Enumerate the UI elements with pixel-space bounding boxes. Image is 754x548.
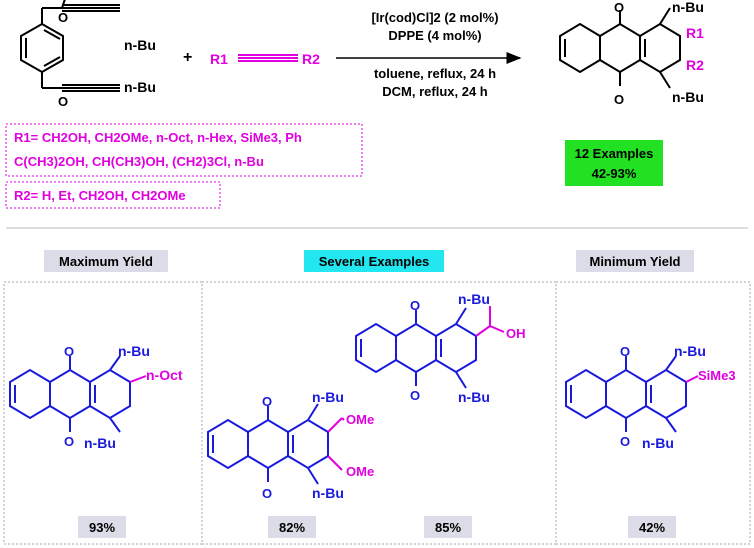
min-label: Minimum Yield	[589, 254, 680, 269]
yield-2: 82%	[279, 520, 305, 535]
product-anthraquinone	[559, 7, 681, 89]
noct-bond	[129, 375, 147, 383]
diyne-oxygen-bottom: O	[58, 94, 68, 109]
conditions-line2: DPPE (4 mol%)	[388, 28, 481, 43]
ome-label-bottom: OMe	[346, 464, 374, 479]
alkyne-r1: R1	[210, 51, 228, 67]
sime3-nbu-bottom: n-Bu	[642, 435, 674, 451]
ome-label-top: OMe	[346, 412, 374, 427]
max-label-bg	[44, 250, 168, 272]
r1-line1: R1= CH2OH, CH2OMe, n-Oct, n-Hex, SiMe3, …	[14, 130, 302, 145]
sime3-oxygen-top: O	[620, 344, 630, 359]
product-r2: R2	[686, 57, 704, 73]
examples-box	[565, 140, 663, 186]
several-label-bg	[304, 250, 444, 272]
structure-noct	[9, 355, 131, 433]
ome-oxygen-top: O	[262, 394, 272, 409]
examples-count: 12 Examples	[575, 146, 654, 161]
max-label: Maximum Yield	[59, 254, 153, 269]
alkyne-reactant	[238, 54, 298, 62]
noct-sub: n-Oct	[146, 367, 183, 383]
diyne-reactant	[20, 0, 120, 92]
oh-oxygen-top: O	[410, 298, 420, 313]
sime3-oxygen-bottom: O	[620, 434, 630, 449]
yield-badge-4	[628, 516, 676, 538]
ome-oxygen-bottom: O	[262, 486, 272, 501]
panel-min	[555, 281, 751, 545]
product-oxygen-bottom: O	[614, 92, 624, 107]
yield-badge-3	[424, 516, 472, 538]
r1-line2: C(CH3)2OH, CH(CH3)OH, (CH2)3Cl, n-Bu	[14, 154, 264, 169]
conditions-line4: DCM, reflux, 24 h	[382, 84, 488, 99]
yield-badge-2	[268, 516, 316, 538]
sime3-label: SiMe3	[698, 368, 736, 383]
conditions-line3: toluene, reflux, 24 h	[374, 66, 496, 81]
diyne-sub-top: n-Bu	[124, 37, 156, 53]
ome-bonds	[327, 417, 345, 471]
structure-oh	[355, 307, 477, 389]
oh-oxygen-bottom: O	[410, 388, 420, 403]
product-sub-top: n-Bu	[672, 0, 704, 15]
oh-nbu-bottom: n-Bu	[458, 389, 490, 405]
examples-range: 42-93%	[592, 166, 637, 181]
yield-badge-1	[78, 516, 126, 538]
yield-4: 42%	[639, 520, 665, 535]
sime3-nbu-top: n-Bu	[674, 343, 706, 359]
ome-nbu-top: n-Bu	[312, 389, 344, 405]
yield-1: 93%	[89, 520, 115, 535]
panel-several	[201, 281, 557, 545]
noct-oxygen-top: O	[64, 344, 74, 359]
oh-bonds	[475, 306, 505, 337]
alkyne-r2: R2	[302, 51, 320, 67]
yield-3: 85%	[435, 520, 461, 535]
diyne-oxygen-top: O	[58, 10, 68, 25]
oh-label: OH	[506, 326, 526, 341]
several-label: Several Examples	[319, 254, 430, 269]
diyne-sub-bottom: n-Bu	[124, 79, 156, 95]
noct-oxygen-bottom: O	[64, 434, 74, 449]
product-oxygen-top: O	[614, 0, 624, 15]
ome-nbu-bottom: n-Bu	[312, 485, 344, 501]
r2-line: R2= H, Et, CH2OH, CH2OMe	[14, 188, 186, 203]
structure-sime3	[565, 355, 687, 433]
structure-ome	[207, 403, 329, 485]
product-sub-bottom: n-Bu	[672, 89, 704, 105]
oh-nbu-top: n-Bu	[458, 291, 490, 307]
min-label-bg	[576, 250, 694, 272]
r1-box	[5, 123, 363, 177]
noct-nbu-bottom: n-Bu	[84, 435, 116, 451]
plus-sign: +	[183, 49, 192, 66]
sime3-bond	[685, 375, 699, 383]
product-r1: R1	[686, 25, 704, 41]
conditions-line1: [Ir(cod)Cl]2 (2 mol%)	[371, 10, 498, 25]
noct-nbu-top: n-Bu	[118, 343, 150, 359]
